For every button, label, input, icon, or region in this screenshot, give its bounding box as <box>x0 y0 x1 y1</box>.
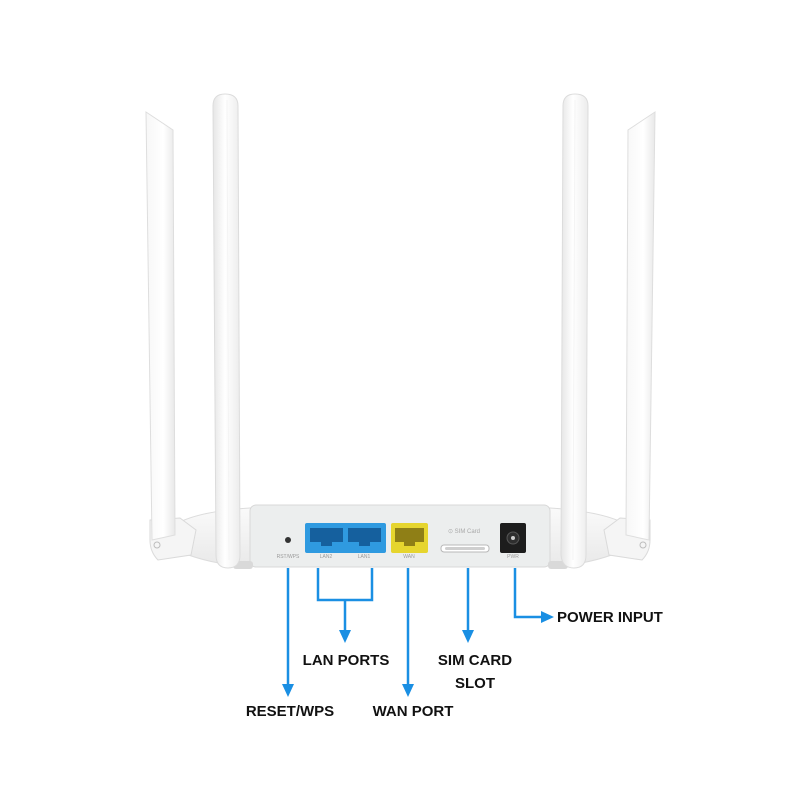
reset-hole <box>285 537 291 543</box>
arrow-down-icon <box>282 684 294 697</box>
antenna-paddle-left <box>145 111 176 541</box>
sim-card-label-line1: SIM CARD <box>438 652 512 669</box>
lan-port-1 <box>348 528 381 546</box>
antenna-seam <box>572 99 576 561</box>
antenna-outer-right <box>603 111 656 561</box>
sim-card-label-line2: SLOT <box>455 675 495 692</box>
power-input-label: POWER INPUT <box>557 609 663 626</box>
callout-elbow <box>513 568 543 619</box>
callout-lan <box>316 568 374 643</box>
wan-port-opening <box>395 528 424 546</box>
antenna-rod-left <box>212 93 241 569</box>
antenna-paddle-right <box>625 111 656 541</box>
lan-ports: LAN2 LAN1 <box>305 523 386 560</box>
lan2-marking: LAN2 <box>320 554 333 560</box>
antenna-outer-left <box>145 111 197 561</box>
sim-card-slot: ⊙ SIM Card <box>440 529 490 553</box>
antenna-inner-left <box>212 93 241 569</box>
arrow-right-icon <box>541 611 554 623</box>
lan-ports-label: LAN PORTS <box>303 652 390 669</box>
power-input: PWR <box>500 523 526 560</box>
hinge-screw-icon <box>153 541 161 549</box>
lan-port-2 <box>310 528 343 546</box>
reset-marking: RST/WPS <box>277 554 300 560</box>
sim-marking: ⊙ SIM Card <box>448 529 480 535</box>
wan-port-label: WAN PORT <box>373 703 454 720</box>
arrow-down-icon <box>339 630 351 643</box>
arrow-down-icon <box>402 684 414 697</box>
antenna-rod-right <box>560 93 589 569</box>
callout-reset <box>282 568 294 697</box>
arrow-down-icon <box>462 630 474 643</box>
sim-slot-inner <box>445 547 485 550</box>
callout-sim <box>462 568 474 643</box>
reset-wps-label: RESET/WPS <box>246 703 334 720</box>
callout-wan <box>402 568 414 697</box>
antenna-inner-right <box>560 93 589 569</box>
power-jack-pin <box>511 536 515 540</box>
wan-port: WAN <box>391 523 428 560</box>
lan1-marking: LAN1 <box>358 554 371 560</box>
reset-button: RST/WPS <box>277 537 300 560</box>
callout-power <box>513 568 554 623</box>
wan-marking: WAN <box>403 554 415 560</box>
power-marking: PWR <box>507 554 519 560</box>
antenna-seam <box>226 99 230 561</box>
hinge-screw-icon <box>639 541 647 549</box>
